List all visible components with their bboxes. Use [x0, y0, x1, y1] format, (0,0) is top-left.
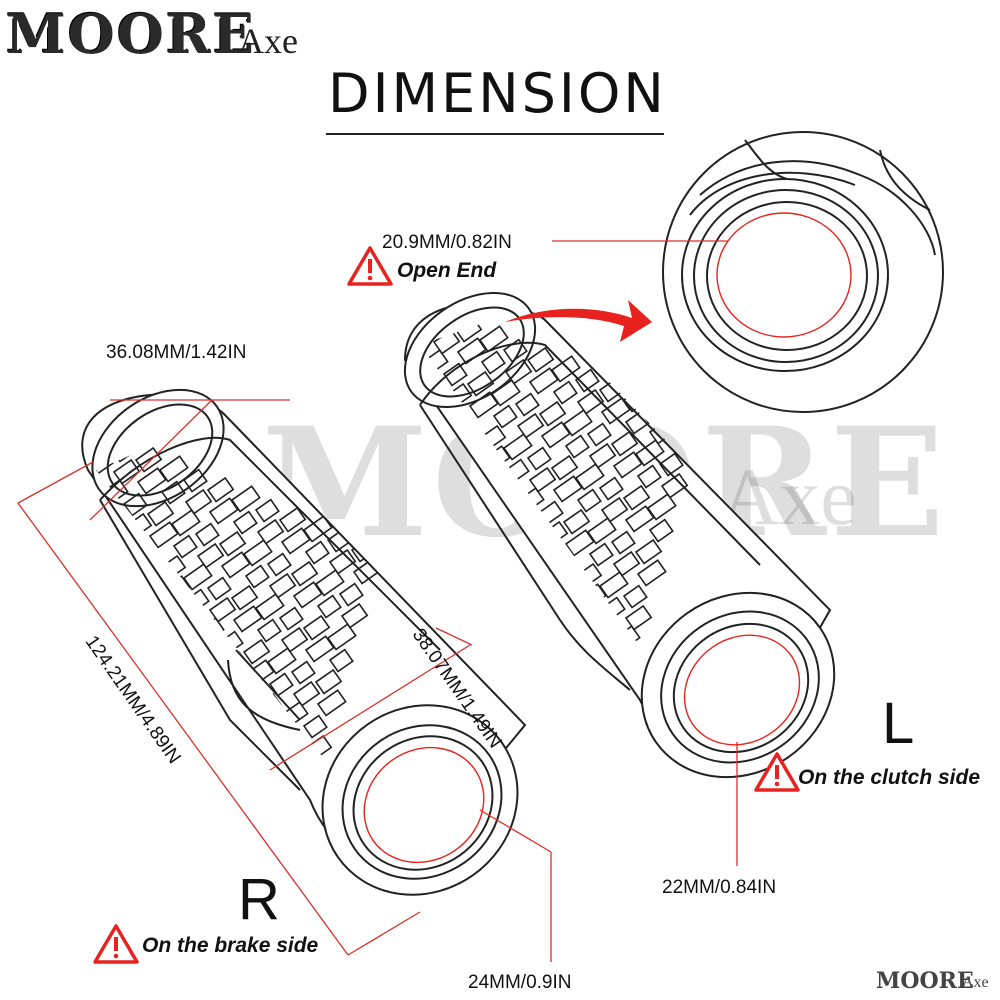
- corner-logo: MOORE: [876, 968, 974, 994]
- open-end-inner-label: 20.9MM/0.82IN: [382, 232, 512, 253]
- warning-icon: [347, 246, 393, 286]
- end-outer-diameter-label: 36.08MM/1.42IN: [106, 342, 247, 363]
- brake-side-note: On the brake side: [142, 934, 319, 957]
- right-side-label: R: [238, 867, 280, 932]
- open-end-detail: [662, 131, 944, 413]
- right-inner-label: 24MM/0.9IN: [468, 972, 572, 993]
- brand-logo: MOORE: [6, 2, 256, 66]
- corner-logo-suffix: Axe: [962, 974, 989, 991]
- clutch-side-note: On the clutch side: [798, 766, 981, 789]
- warning-icon: [93, 924, 139, 964]
- title-underline: [326, 133, 664, 135]
- arrow-icon: [505, 300, 652, 342]
- dimension-lines: [17, 240, 738, 962]
- left-inner-label: 22MM/0.84IN: [662, 877, 777, 898]
- open-end-note: Open End: [397, 259, 497, 282]
- warning-icon: [754, 752, 800, 792]
- brand-logo-suffix: Axe: [238, 21, 298, 61]
- left-side-label: L: [882, 691, 915, 756]
- page-title: DIMENSION: [328, 62, 667, 125]
